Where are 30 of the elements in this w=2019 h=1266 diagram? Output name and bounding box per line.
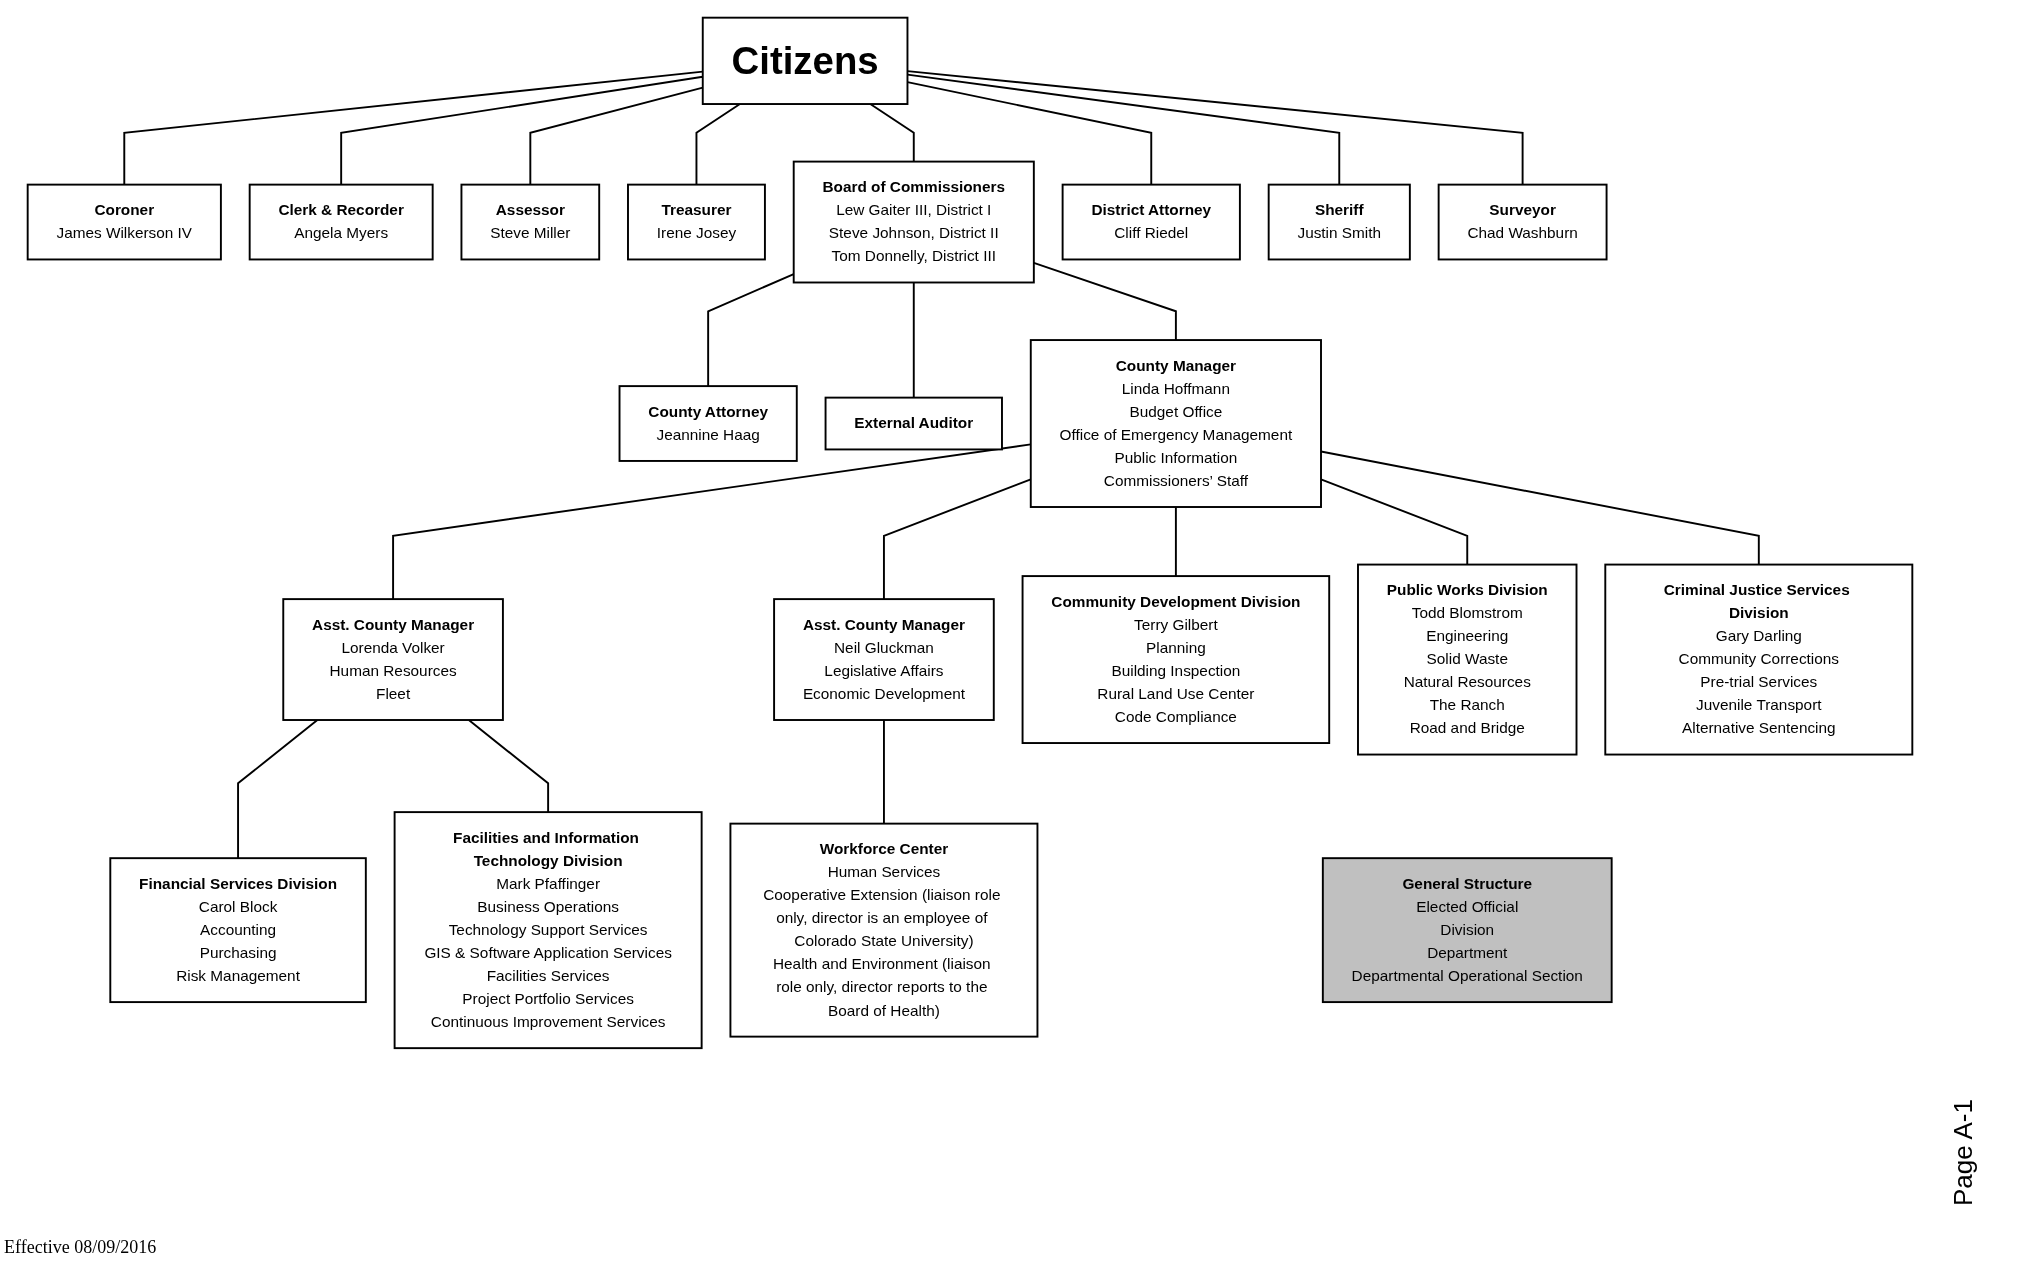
node-box: Sheriff Justin Smith bbox=[1267, 183, 1411, 261]
node-box: Clerk & Recorder Angela Myers bbox=[248, 183, 434, 261]
connector bbox=[237, 719, 319, 860]
node-box: Treasurer Irene Josey bbox=[627, 183, 766, 261]
page-number: Page A-1 bbox=[1948, 1099, 1979, 1206]
node-box: Criminal Justice Services Division Gary Darling Community Corrections Pre-trial Services Juvenile Transport Alternative Sentencing bbox=[1604, 563, 1914, 756]
node-box: External Auditor bbox=[824, 396, 1003, 451]
node-box: Surveyor Chad Washburn bbox=[1437, 183, 1608, 261]
connector bbox=[467, 719, 550, 814]
node-box: Asst. County Manager Lorenda Volker Human Resources Fleet bbox=[282, 598, 504, 721]
node-box: County Manager Linda Hoffmann Budget Office Office of Emergency Management Public Information Commissioners’ Staff bbox=[1029, 339, 1322, 508]
node-box: District Attorney Cliff Riedel bbox=[1061, 183, 1241, 261]
node-box: Financial Services Division Carol Block Accounting Purchasing Risk Management bbox=[109, 857, 367, 1004]
node-box: Asst. County Manager Neil Gluckman Legislative Affairs Economic Development bbox=[773, 598, 995, 721]
connector bbox=[912, 281, 915, 399]
node-box: General Structure Elected Official Division Department Departmental Operational Section bbox=[1321, 857, 1613, 1004]
effective-date-note: Effective 08/09/2016 bbox=[4, 1237, 157, 1258]
node-box: Assessor Steve Miller bbox=[460, 183, 601, 261]
connector bbox=[883, 719, 885, 825]
node-box: Workforce Center Human Services Cooperative Extension (liaison role only, director is an employee of Colorado State University) Health and Environment (liaison role only, director reports to the Board of Health) bbox=[729, 822, 1039, 1038]
node-box: Board of Commissioners Lew Gaiter III, District I Steve Johnson, District II Tom Donnelly, District III bbox=[792, 160, 1035, 284]
connector bbox=[1174, 506, 1177, 578]
node-box: Citizens bbox=[701, 16, 909, 105]
node-box: Coroner James Wilkerson IV bbox=[26, 183, 222, 261]
node-box: Community Development Division Terry Gilbert Planning Building Inspection Rural Land Use Center Code Compliance bbox=[1021, 575, 1331, 744]
node-box: Public Works Division Todd Blomstrom Engineering Solid Waste Natural Resources The Ranch Road and Bridge bbox=[1357, 563, 1578, 756]
node-box: Facilities and Information Technology Division Mark Pfaffinger Business Operations Technology Support Services GIS & Software Application Services Facilities Services Project Portfolio Services Continuous Improvement Services bbox=[393, 811, 703, 1050]
connector bbox=[695, 103, 741, 186]
connector bbox=[869, 103, 915, 163]
node-box: County Attorney Jeannine Haag bbox=[618, 385, 798, 462]
